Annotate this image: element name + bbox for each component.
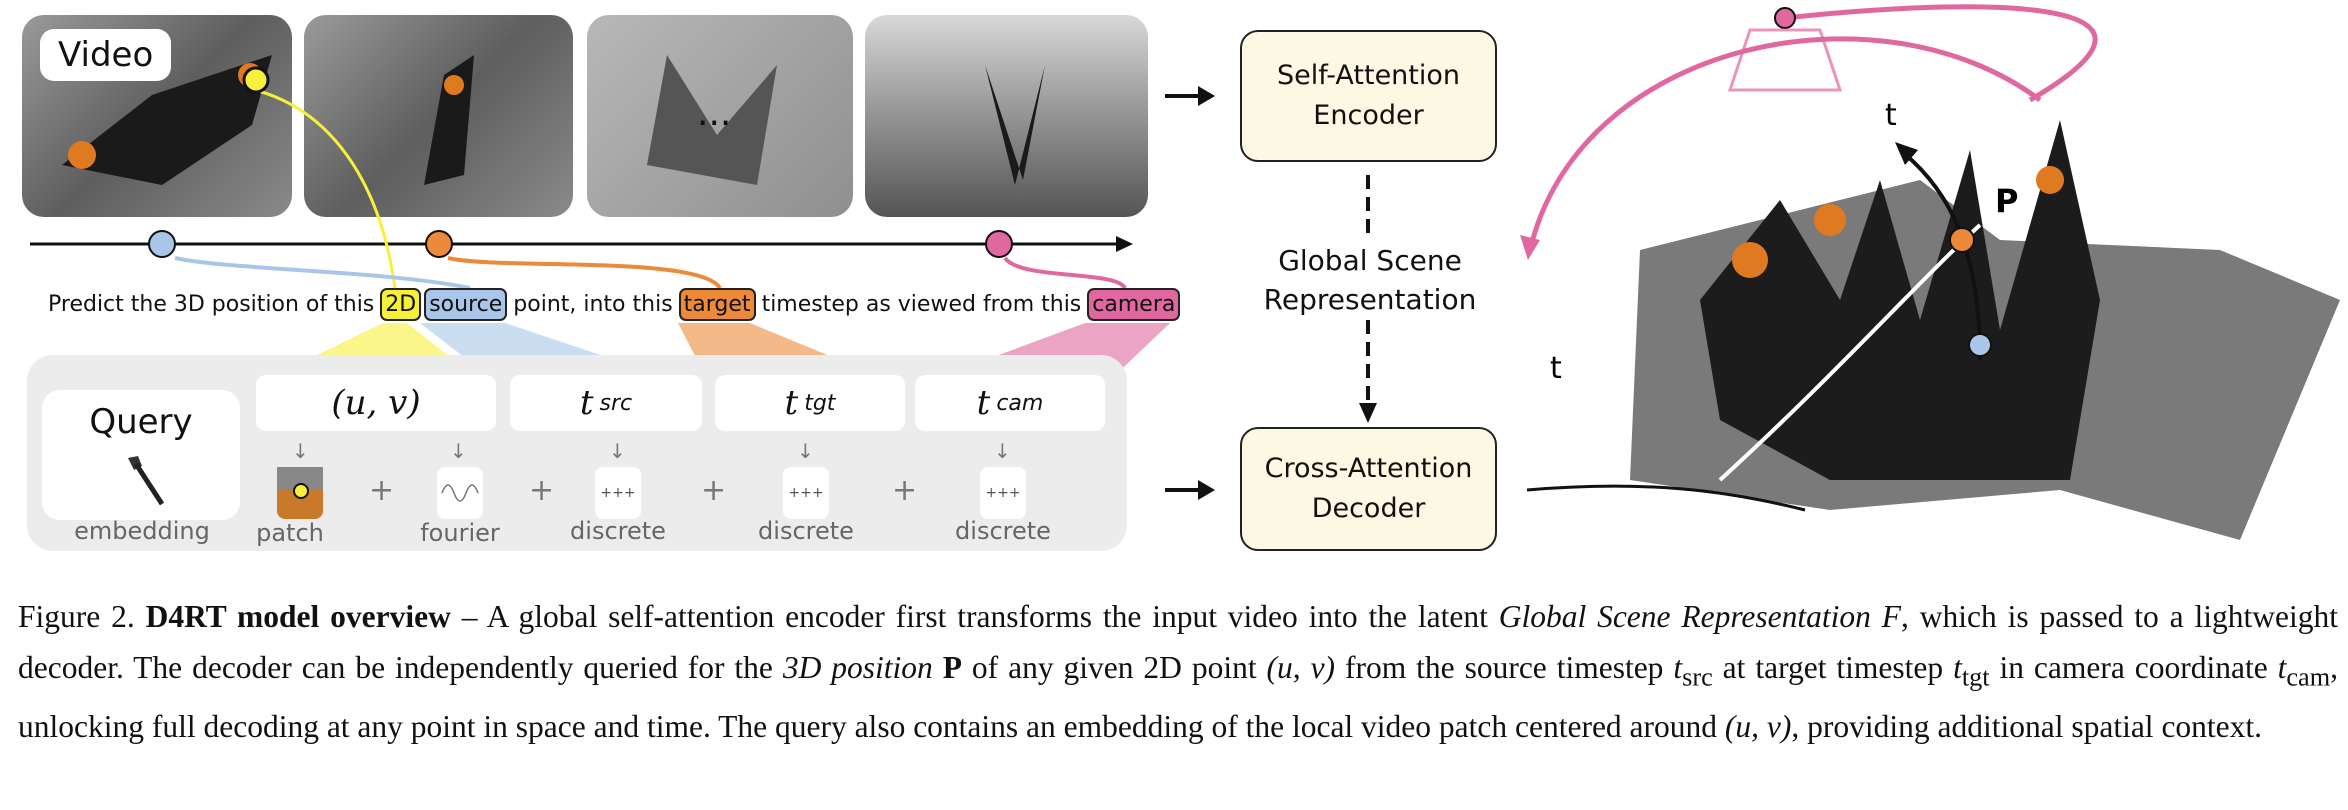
video-label: Video	[40, 29, 172, 81]
down-arrow-icon: ↓	[292, 439, 309, 463]
sentence-text: timestep as viewed from this	[761, 292, 1082, 317]
butterfly-image: ...	[647, 55, 777, 185]
sentence-text: Predict the 3D position of this	[48, 292, 375, 317]
discrete-icon: +++	[783, 467, 829, 519]
video-frame-1: Video	[22, 15, 292, 217]
caption-text: , which is passed to a lightweight decod…	[18, 599, 2339, 685]
butterfly-image	[424, 55, 474, 185]
plus-sign: +	[369, 473, 395, 508]
discrete-label: discrete	[955, 517, 1051, 545]
t-symbol: t	[976, 383, 991, 423]
video-frame-4	[865, 15, 1148, 217]
reconstruction-scene: t P t	[1520, 4, 2340, 540]
caption-sub: src	[1682, 661, 1713, 691]
t-label-scene: t	[1885, 98, 1897, 133]
decoder-line2: Decoder	[1311, 493, 1426, 524]
caption-text: , providing additional spatial context.	[1791, 709, 2263, 745]
plus-sign: +	[892, 473, 918, 508]
query-sentence: Predict the 3D position of this 2D sourc…	[48, 288, 1181, 321]
discrete-label: discrete	[570, 517, 666, 545]
down-arrow-icon: ↓	[797, 439, 814, 463]
caption-text: , unlocking full decoding at any point i…	[18, 649, 2339, 745]
query-title: Query	[89, 402, 193, 442]
token-subscript: cam	[996, 390, 1044, 416]
down-arrow-icon: ↓	[609, 439, 626, 463]
dashed-arrow	[1359, 175, 1377, 423]
plus-sign: +	[701, 473, 727, 508]
video-frame-2	[304, 15, 573, 217]
caption-sub: tgt	[1961, 661, 1990, 691]
token-subscript: src	[599, 390, 633, 416]
plus-sign: +	[529, 473, 555, 508]
video-frame-3: ...	[587, 15, 853, 217]
caption-bold: P	[932, 649, 962, 685]
patch-label: patch	[256, 519, 324, 547]
butterfly-shape	[1700, 120, 2100, 480]
discrete-icon: +++	[980, 467, 1026, 519]
token-subscript: tgt	[804, 390, 836, 416]
caption-text: at target timestep	[1712, 649, 1954, 685]
svg-text:...: ...	[697, 93, 731, 134]
encoder-line1: Self-Attention	[1276, 60, 1461, 91]
gsr-line1: Global Scene	[1278, 244, 1462, 277]
caption-italic: 3D position	[782, 649, 933, 685]
caption-fig: Figure 2.	[18, 599, 135, 634]
caption-italic: t	[1953, 649, 1962, 685]
caption-text: in camera coordinate	[1989, 649, 2278, 685]
encoder-line2: Encoder	[1313, 100, 1424, 131]
caption-text: – A global self-attention encoder first …	[450, 599, 1499, 634]
down-arrow-icon: ↓	[450, 439, 467, 463]
discrete-icon: +++	[595, 467, 641, 519]
fourier-label: fourier	[420, 519, 500, 547]
discrete-label: discrete	[758, 517, 854, 545]
butterfly-image	[985, 65, 1045, 185]
highlight-source: source	[424, 288, 508, 321]
caption-sub: cam	[2286, 661, 2331, 691]
caption-italic: Global Scene Representation F	[1498, 599, 1902, 634]
gsr-line2: Representation	[1263, 283, 1477, 316]
t-label-arc: t	[1550, 351, 1562, 386]
sentence-text: point, into this	[513, 292, 673, 317]
flow-arrows	[1165, 86, 1215, 500]
token-uv: (u, v)	[256, 375, 496, 431]
highlight-2d: 2D	[380, 288, 422, 321]
caption-text: of any given 2D point	[961, 649, 1267, 685]
highlight-camera: camera	[1087, 288, 1181, 321]
timeline	[30, 66, 1170, 385]
patch-icon	[277, 467, 323, 499]
caption-title: D4RT model overview	[145, 599, 451, 634]
dart-icon	[128, 456, 165, 506]
sine-wave-icon	[441, 484, 479, 502]
t-symbol: t	[579, 383, 594, 423]
caption-text: from the source timestep	[1335, 649, 1674, 685]
token-uv-text: (u, v)	[331, 383, 421, 423]
caption-italic: (u, v)	[1266, 649, 1336, 685]
down-arrow-icon: ↓	[994, 439, 1011, 463]
query-box: Query	[42, 390, 240, 520]
fourier-icon	[437, 467, 483, 519]
t-symbol: t	[784, 383, 799, 423]
p-label: P	[1995, 182, 2018, 220]
caption-italic: t	[2277, 649, 2287, 685]
figure-caption: Figure 2. D4RT model overview – A global…	[18, 592, 2338, 753]
patch-thumbnail	[277, 467, 323, 519]
caption-italic: (u, v)	[1724, 709, 1792, 745]
decoder-line1: Cross-Attention	[1264, 453, 1473, 484]
caption-italic: t	[1673, 649, 1683, 685]
embedding-label: embedding	[74, 517, 210, 545]
highlight-target: target	[678, 288, 756, 321]
decoder-output-line	[1526, 484, 1806, 512]
